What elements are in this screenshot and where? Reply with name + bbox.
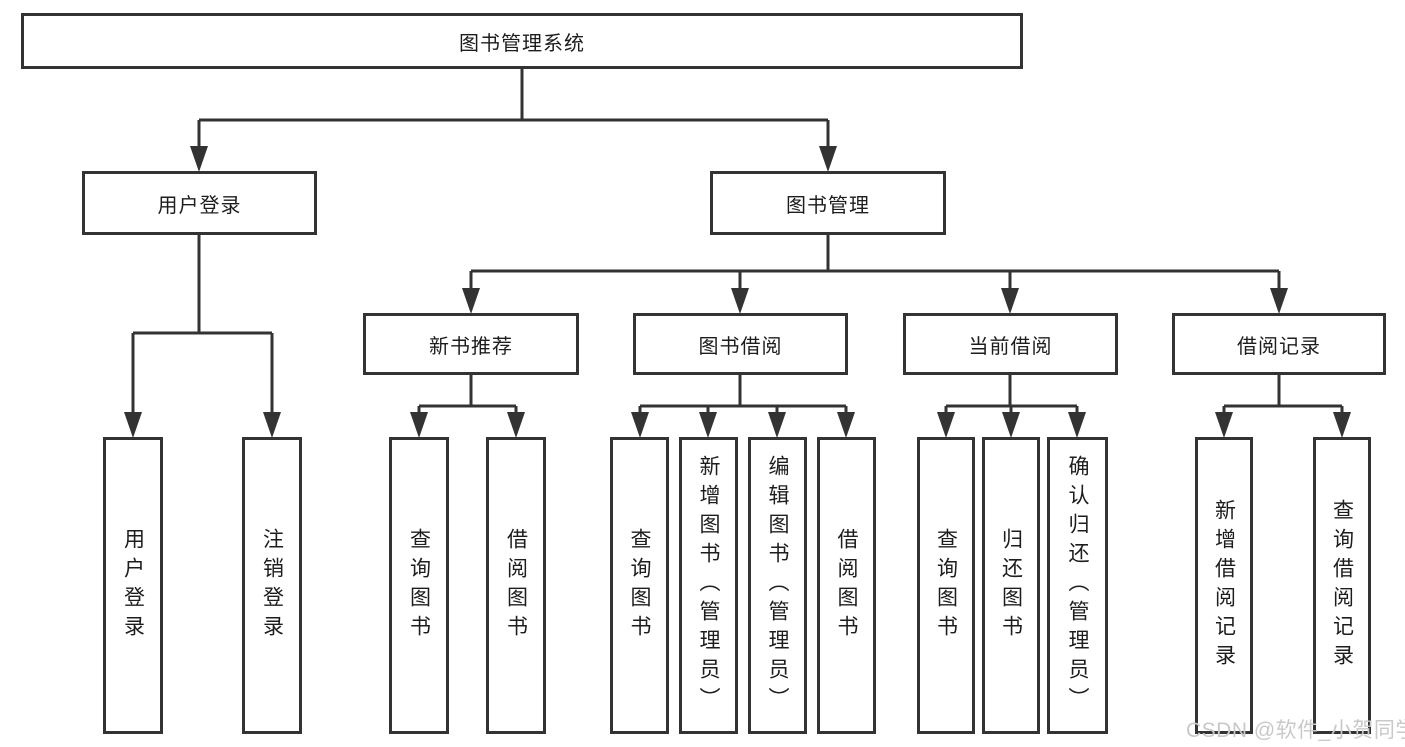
node-label: 用户登录 [157, 194, 242, 217]
edge-records-to-leaves [1222, 375, 1344, 434]
leaf-return-books: 归还图书 [982, 437, 1040, 734]
leaf-add-borrow-record: 新增借阅记录 [1195, 437, 1253, 734]
node-label: 查询借阅记录 [1330, 498, 1354, 673]
node-label: 编辑图书（管理员） [766, 455, 789, 716]
node-new-book-recommend: 新书推荐 [363, 313, 579, 375]
node-label: 借阅图书 [504, 527, 528, 644]
edge-bookmgmt-to-level3 [469, 235, 1281, 310]
edge-userlogin-to-leaves [131, 235, 274, 434]
node-label: 确认归还（管理员） [1066, 455, 1089, 716]
node-label: 借阅图书 [835, 527, 858, 644]
node-root: 图书管理系统 [21, 13, 1023, 69]
node-current-borrow: 当前借阅 [903, 313, 1118, 375]
edge-root-to-level2 [197, 69, 830, 168]
leaf-borrow-books-recommend: 借阅图书 [486, 437, 546, 734]
leaf-borrow-books-borrow: 借阅图书 [817, 437, 876, 734]
node-user-login: 用户登录 [82, 171, 317, 235]
leaf-logout: 注销登录 [242, 437, 302, 734]
node-label: 当前借阅 [968, 335, 1053, 358]
node-label: 图书管理 [786, 194, 870, 217]
edge-newbooks-to-leaves [417, 375, 518, 434]
node-label: 查询图书 [934, 527, 958, 644]
node-label: 注销登录 [260, 527, 284, 644]
watermark: CSDN @软件_小贺同学 [1186, 719, 1405, 742]
node-book-borrow: 图书借阅 [633, 313, 848, 375]
node-borrow-records: 借阅记录 [1172, 313, 1386, 375]
node-label: 新增图书（管理员） [697, 455, 720, 716]
node-label: 借阅记录 [1237, 335, 1321, 358]
node-label: 图书管理系统 [459, 32, 585, 55]
leaf-query-books-recommend: 查询图书 [389, 437, 449, 734]
leaf-query-borrow-record: 查询借阅记录 [1313, 437, 1371, 734]
node-label: 归还图书 [999, 527, 1023, 644]
leaf-user-login: 用户登录 [103, 437, 163, 734]
node-label: 新增借阅记录 [1212, 498, 1236, 673]
leaf-query-books-current: 查询图书 [917, 437, 975, 734]
node-label: 查询图书 [407, 527, 431, 644]
node-label: 新书推荐 [429, 335, 513, 358]
node-label: 图书借阅 [698, 335, 783, 358]
leaf-confirm-return-admin: 确认归还（管理员） [1047, 437, 1108, 734]
leaf-add-book-admin: 新增图书（管理员） [679, 437, 738, 734]
edge-bookborrow-to-leaves [638, 375, 848, 434]
node-label: 用户登录 [121, 527, 145, 644]
node-label: 查询图书 [628, 527, 651, 644]
leaf-query-books-borrow: 查询图书 [610, 437, 669, 734]
node-book-management: 图书管理 [710, 171, 946, 235]
leaf-edit-book-admin: 编辑图书（管理员） [748, 437, 807, 734]
